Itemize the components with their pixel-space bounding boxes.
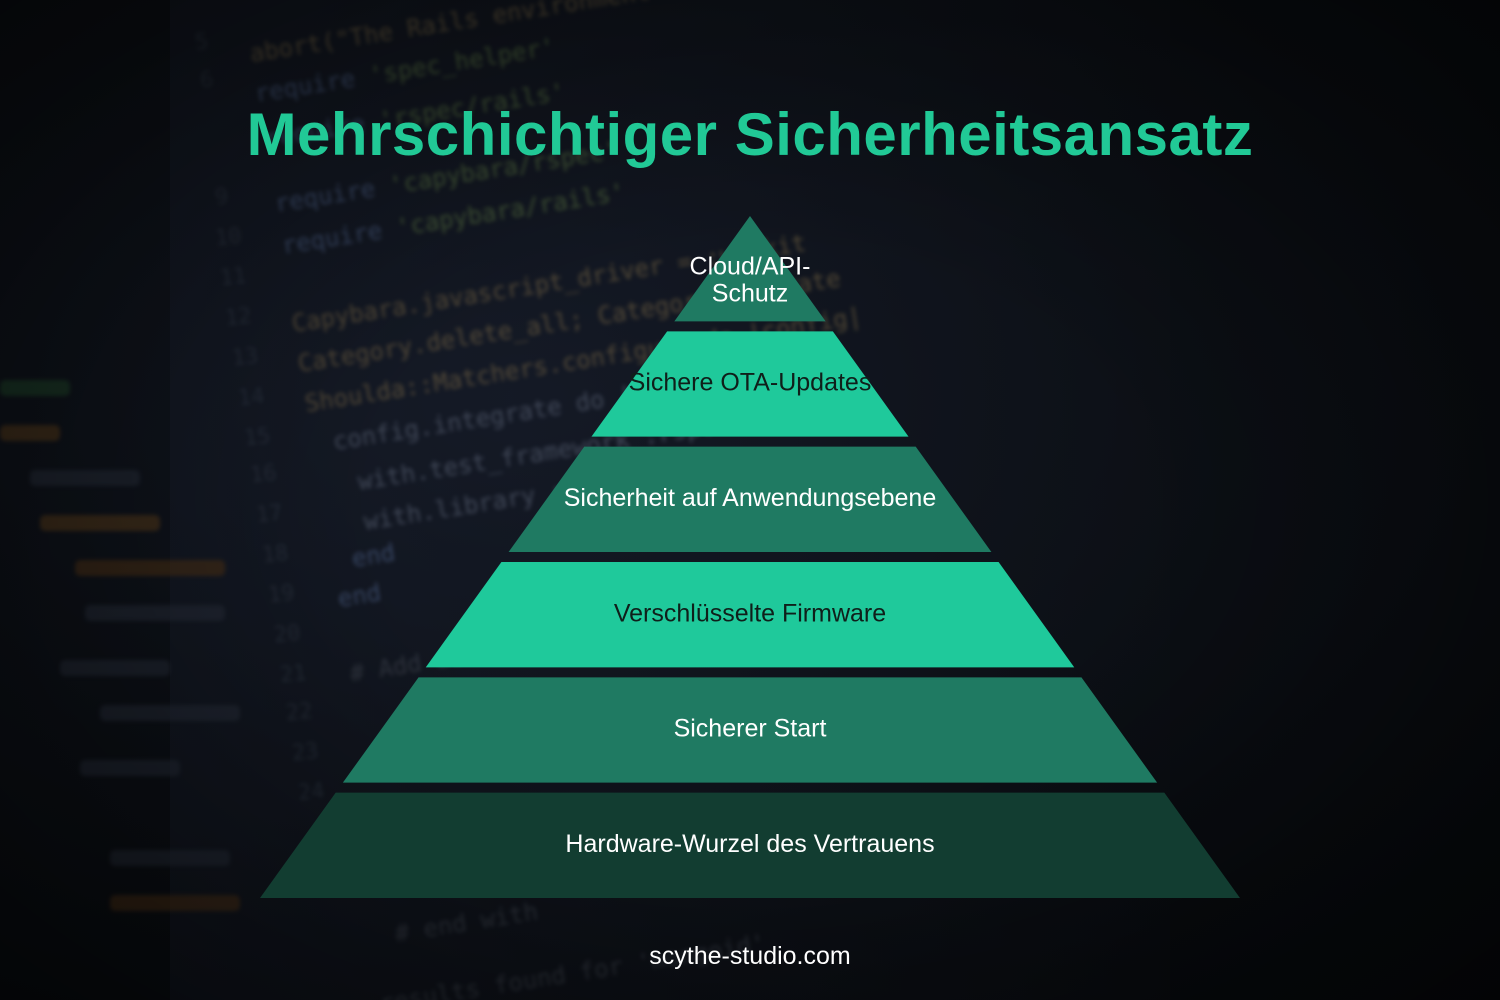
pyramid-layer-label: Sicherheit auf Anwendungsebene [564,484,937,512]
footer-website: scythe-studio.com [649,942,851,970]
pyramid-layer-2 [591,331,909,437]
pyramid-layer-label: Sicherer Start [674,715,827,743]
pyramid-layer-4 [425,562,1075,668]
pyramid-layer-label: Hardware-Wurzel des Vertrauens [565,830,934,858]
pyramid-layer-5 [342,677,1158,783]
pyramid-layer-1 [674,216,826,322]
pyramid-layer-label: Sichere OTA-Updates [629,369,872,397]
pyramid-layer-6 [260,792,1240,898]
page-title: Mehrschichtiger Sicherheitsansatz [246,101,1254,168]
pyramid-layer-label: Schutz [712,279,788,307]
pyramid-layer-3 [508,446,992,552]
pyramid-layer-label: Cloud/API- [690,252,811,280]
pyramid-layer-label: Verschlüsselte Firmware [614,599,886,627]
